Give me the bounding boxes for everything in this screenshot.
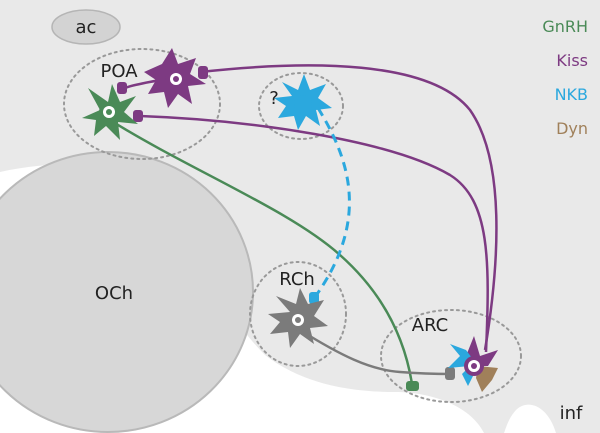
kiss-arc-to-gnrh-fiber [139, 114, 489, 353]
nkb-projection-fiber [313, 107, 351, 298]
gnrh-neuron [82, 84, 138, 140]
arc-neuron-nkb-part [448, 344, 478, 386]
kiss-terminal-gnrh-upper [117, 82, 127, 94]
kiss-terminal-poa [198, 66, 208, 79]
nkb-terminal [309, 292, 319, 304]
poa-region-outline [63, 48, 221, 160]
rch-terminal [445, 367, 455, 380]
rch-to-arc-fiber [299, 328, 453, 376]
gnrh-to-median-eminence-fiber [109, 118, 414, 385]
kiss-terminal-gnrh-lower [133, 110, 143, 122]
arc-label: ARC [412, 315, 449, 336]
inf-label: inf [560, 403, 583, 424]
unknown-region-outline [258, 72, 344, 140]
arc-region-outline [380, 309, 522, 403]
legend-dyn: Dyn [556, 119, 588, 138]
nkb-neuron [274, 74, 332, 130]
unknown-region-label: ? [269, 88, 279, 109]
legend-kiss: Kiss [556, 51, 588, 70]
ac-label: ac [76, 17, 97, 38]
optic-chiasm [0, 151, 254, 433]
och-label: OCh [95, 283, 133, 304]
kiss-poa-to-arc-fiber [199, 64, 498, 351]
gnrh-terminal [406, 381, 419, 391]
anterior-commissure [51, 9, 121, 45]
kiss-neuron-poa [144, 48, 206, 108]
rch-neuron [268, 288, 328, 348]
poa-label: POA [100, 61, 138, 82]
rch-label: RCh [279, 269, 315, 290]
arc-kndy-neuron [448, 336, 498, 392]
rch-region-outline [249, 261, 347, 367]
legend-gnrh: GnRH [542, 17, 588, 36]
legend-nkb: NKB [555, 85, 588, 104]
legend: GnRH Kiss NKB Dyn [542, 17, 588, 138]
